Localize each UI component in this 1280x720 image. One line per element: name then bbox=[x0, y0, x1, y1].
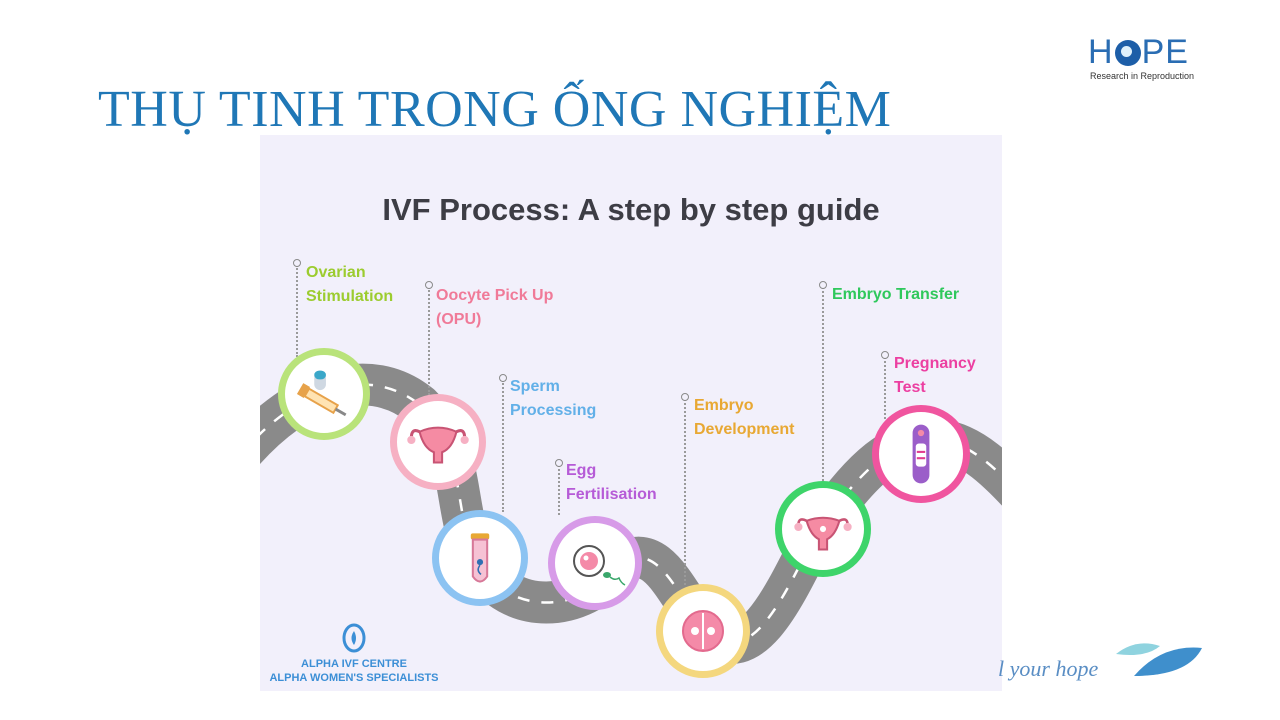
step-label-line1: Sperm bbox=[510, 378, 560, 395]
step-label-embryo-transfer: Embryo Transfer bbox=[832, 283, 959, 307]
step-circle-egg-fertilisation bbox=[548, 516, 642, 610]
brand-line2: ALPHA WOMEN'S SPECIALISTS bbox=[269, 672, 439, 684]
step-circle-embryo-transfer bbox=[775, 481, 871, 577]
egg-sperm-icon bbox=[573, 545, 626, 586]
step-label-line2: Development bbox=[694, 421, 795, 438]
step-label-line2: Fertilisation bbox=[566, 486, 657, 503]
logo-subtitle: Research in Reproduction bbox=[1090, 71, 1195, 81]
step-label-egg-fertilisation: Egg Fertilisation bbox=[566, 459, 657, 507]
hope-logo: H PE Research in Reproduction bbox=[1088, 34, 1208, 84]
pregnancy-test-icon bbox=[912, 424, 930, 484]
road-lane-markings bbox=[260, 383, 1002, 645]
logo-wordmark: H PE bbox=[1088, 34, 1189, 70]
step-label-line1: Ovarian bbox=[306, 264, 366, 281]
step-circle-oocyte-pick-up bbox=[390, 394, 486, 490]
eye-logo-icon bbox=[1114, 40, 1141, 66]
step-circle-pregnancy-test bbox=[872, 405, 970, 503]
test-tube-sperm-icon bbox=[470, 533, 490, 583]
step-label-line2: Test bbox=[894, 379, 926, 396]
leader-line-embryo-development bbox=[681, 393, 689, 585]
step-circle-sperm-processing bbox=[432, 510, 528, 606]
step-label-line2: (OPU) bbox=[436, 311, 482, 328]
embryo-icon bbox=[682, 610, 724, 652]
step-label-line1: Embryo bbox=[694, 397, 754, 414]
logo-letters-pe: PE bbox=[1141, 33, 1189, 71]
brand-line1: ALPHA IVF CENTRE bbox=[301, 658, 407, 670]
step-label-sperm-processing: Sperm Processing bbox=[510, 375, 596, 423]
slide-title: THỤ TINH TRONG ỐNG NGHIỆM bbox=[98, 81, 892, 138]
alpha-ivf-brand: ALPHA IVF CENTRE ALPHA WOMEN'S SPECIALIS… bbox=[266, 623, 442, 685]
ivf-infographic: IVF Process: A step by step guide Ovaria… bbox=[260, 135, 1002, 691]
step-label-embryo-development: Embryo Development bbox=[694, 394, 794, 442]
leader-line-oocyte bbox=[425, 281, 433, 395]
step-label-line1: Embryo Transfer bbox=[832, 286, 960, 303]
step-label-line1: Egg bbox=[566, 462, 597, 479]
leader-line-embryo-transfer bbox=[819, 281, 827, 481]
step-label-oocyte-pick-up: Oocyte Pick Up (OPU) bbox=[436, 284, 553, 332]
leader-line-egg bbox=[555, 459, 563, 515]
leaf-logo-icon bbox=[1116, 643, 1202, 676]
leader-line-ovarian bbox=[293, 259, 301, 357]
step-label-ovarian-stimulation: Ovarian Stimulation bbox=[306, 261, 393, 309]
step-label-line1: Pregnancy bbox=[894, 355, 976, 372]
step-label-line2: Processing bbox=[510, 402, 597, 419]
uterus-icon bbox=[407, 426, 469, 464]
uterus-transfer-icon bbox=[794, 516, 852, 551]
leader-line-pregnancy bbox=[881, 351, 889, 419]
footer-tagline: l your hope bbox=[998, 656, 1099, 681]
syringe-pill-icon bbox=[296, 370, 347, 417]
alpha-ivf-logo-icon bbox=[342, 623, 366, 653]
step-label-pregnancy-test: Pregnancy Test bbox=[894, 352, 976, 400]
step-label-line1: Oocyte Pick Up bbox=[436, 287, 554, 304]
logo-letter-h: H bbox=[1088, 33, 1114, 71]
step-label-line2: Stimulation bbox=[306, 288, 394, 305]
infographic-title: IVF Process: A step by step guide bbox=[382, 192, 880, 227]
leader-line-sperm bbox=[499, 374, 507, 512]
step-circle-embryo-development bbox=[656, 584, 750, 678]
step-circle-ovarian-stimulation bbox=[278, 348, 370, 440]
